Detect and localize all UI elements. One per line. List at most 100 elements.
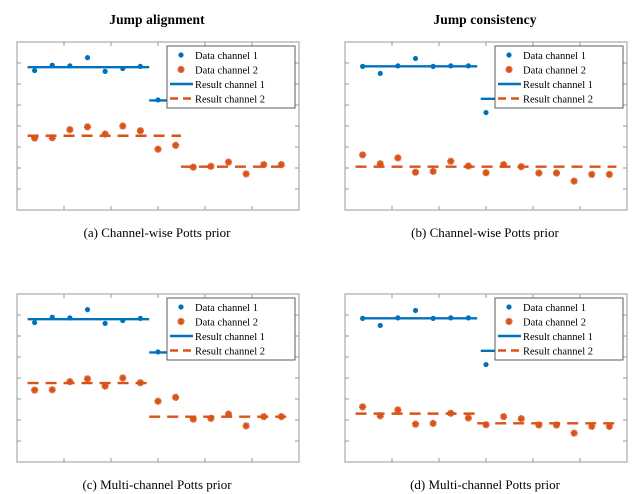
panel-a-svg: Data channel 1 Data channel 2 Result chann… bbox=[16, 41, 300, 211]
asterisk-stroke bbox=[101, 384, 109, 388]
legend-label: Result channel 2 bbox=[523, 346, 593, 357]
legend-label: Data channel 1 bbox=[195, 303, 258, 314]
panel-d-plot: Data channel 1 Data channel 2 Result chann… bbox=[337, 290, 633, 470]
asterisk-stroke bbox=[552, 423, 561, 427]
data-point-channel-2 bbox=[207, 162, 215, 170]
legend-label: Result channel 1 bbox=[195, 80, 265, 91]
asterisk-stroke bbox=[429, 421, 437, 425]
data-point-channel-2 bbox=[30, 134, 39, 142]
data-point-channel-2 bbox=[394, 154, 402, 162]
asterisk-stroke bbox=[242, 172, 250, 176]
legend-dot-icon bbox=[178, 304, 184, 310]
data-point-channel-2 bbox=[429, 167, 437, 175]
panel-b-plot: Data channel 1 Data channel 2 Result chann… bbox=[337, 38, 633, 218]
data-point-channel-1 bbox=[120, 317, 126, 324]
legend-label: Data channel 2 bbox=[523, 65, 586, 76]
asterisk-stroke bbox=[83, 125, 92, 129]
data-point-channel-2 bbox=[411, 168, 420, 176]
data-point-channel-2 bbox=[48, 386, 56, 394]
panel-b-title: Jump consistency bbox=[433, 12, 537, 27]
data-point-channel-2 bbox=[171, 393, 180, 401]
asterisk-stroke bbox=[464, 416, 473, 420]
legend-item: Data channel 1 bbox=[506, 51, 586, 62]
legend-label: Result channel 2 bbox=[195, 346, 265, 357]
legend-item: Data channel 2 bbox=[505, 65, 586, 76]
data-point-channel-2 bbox=[189, 163, 197, 171]
legend-item: Data channel 1 bbox=[506, 303, 586, 314]
data-point-channel-1 bbox=[448, 63, 454, 69]
data-point-channel-2 bbox=[517, 163, 525, 171]
data-point-channel-2 bbox=[207, 414, 215, 422]
asterisk-stroke bbox=[154, 399, 162, 403]
data-point-channel-2 bbox=[535, 421, 543, 429]
legend-item: Result channel 1 bbox=[170, 332, 265, 343]
data-point-channel-1 bbox=[102, 320, 108, 326]
asterisk-stroke bbox=[207, 164, 215, 168]
asterisk-stroke bbox=[136, 381, 145, 385]
legend-item: Result channel 2 bbox=[170, 346, 265, 357]
legend-item: Data channel 2 bbox=[505, 317, 586, 328]
legend-dot-icon bbox=[506, 52, 512, 58]
asterisk-stroke bbox=[66, 380, 74, 384]
asterisk-stroke bbox=[119, 124, 127, 128]
data-point-channel-1 bbox=[137, 63, 143, 69]
data-point-channel-2 bbox=[242, 170, 250, 178]
legend-item: Result channel 2 bbox=[498, 94, 593, 105]
legend-item: Result channel 2 bbox=[170, 94, 265, 105]
data-point-channel-1 bbox=[448, 315, 454, 321]
asterisk-stroke bbox=[48, 388, 56, 392]
panel-c-plot: Data channel 1 Data channel 2 Result chann… bbox=[9, 290, 305, 470]
legend-asterisk-icon bbox=[177, 319, 185, 324]
data-point-channel-2 bbox=[394, 406, 402, 414]
asterisk-stroke bbox=[517, 417, 525, 421]
legend-label: Data channel 2 bbox=[195, 65, 258, 76]
legend-item: Result channel 1 bbox=[498, 332, 593, 343]
data-point-channel-1 bbox=[377, 322, 383, 329]
panel-a-caption: (a) Channel-wise Potts prior bbox=[83, 225, 231, 240]
data-point-channel-2 bbox=[277, 161, 286, 169]
asterisk-stroke bbox=[394, 156, 402, 160]
data-point-channel-2 bbox=[154, 145, 162, 153]
data-point-channel-2 bbox=[447, 409, 455, 417]
legend-item: Data channel 2 bbox=[177, 65, 258, 76]
asterisk-stroke bbox=[552, 171, 561, 175]
asterisk-stroke bbox=[535, 171, 543, 175]
asterisk-stroke bbox=[224, 412, 233, 416]
asterisk-stroke bbox=[136, 129, 145, 133]
data-point-channel-2 bbox=[588, 170, 596, 179]
legend-label: Result channel 1 bbox=[523, 80, 593, 91]
data-point-channel-2 bbox=[224, 158, 233, 166]
panel-d: Data channel 1 Data channel 2 Result chann… bbox=[330, 262, 640, 494]
data-point-channel-2 bbox=[242, 422, 250, 430]
data-point-channel-1 bbox=[155, 97, 161, 103]
data-point-channel-1 bbox=[412, 55, 419, 62]
data-point-channel-2 bbox=[66, 378, 74, 386]
data-point-channel-2 bbox=[171, 141, 180, 149]
asterisk-stroke bbox=[101, 132, 109, 136]
data-point-channel-2 bbox=[119, 374, 127, 382]
data-point-channel-1 bbox=[32, 67, 38, 74]
asterisk-stroke bbox=[171, 395, 180, 399]
asterisk-stroke bbox=[376, 414, 384, 418]
legend-label: Result channel 1 bbox=[195, 332, 265, 343]
legend-label: Data channel 2 bbox=[195, 317, 258, 328]
data-point-channel-1 bbox=[84, 55, 91, 61]
asterisk-stroke bbox=[517, 165, 525, 169]
data-point-channel-2 bbox=[376, 412, 384, 420]
legend-item: Data channel 2 bbox=[177, 317, 258, 328]
asterisk-stroke bbox=[588, 424, 596, 428]
asterisk-stroke bbox=[588, 172, 596, 176]
panel-b-caption: (b) Channel-wise Potts prior bbox=[411, 225, 559, 240]
data-point-channel-1 bbox=[465, 315, 471, 321]
data-point-channel-2 bbox=[260, 413, 268, 421]
data-point-channel-2 bbox=[48, 134, 56, 142]
data-point-channel-2 bbox=[189, 415, 197, 423]
data-point-channel-1 bbox=[483, 361, 489, 368]
asterisk-stroke bbox=[376, 162, 384, 166]
asterisk-stroke bbox=[189, 165, 197, 169]
data-point-channel-2 bbox=[464, 414, 473, 422]
legend-label: Data channel 1 bbox=[195, 51, 258, 62]
data-point-channel-2 bbox=[260, 161, 268, 169]
